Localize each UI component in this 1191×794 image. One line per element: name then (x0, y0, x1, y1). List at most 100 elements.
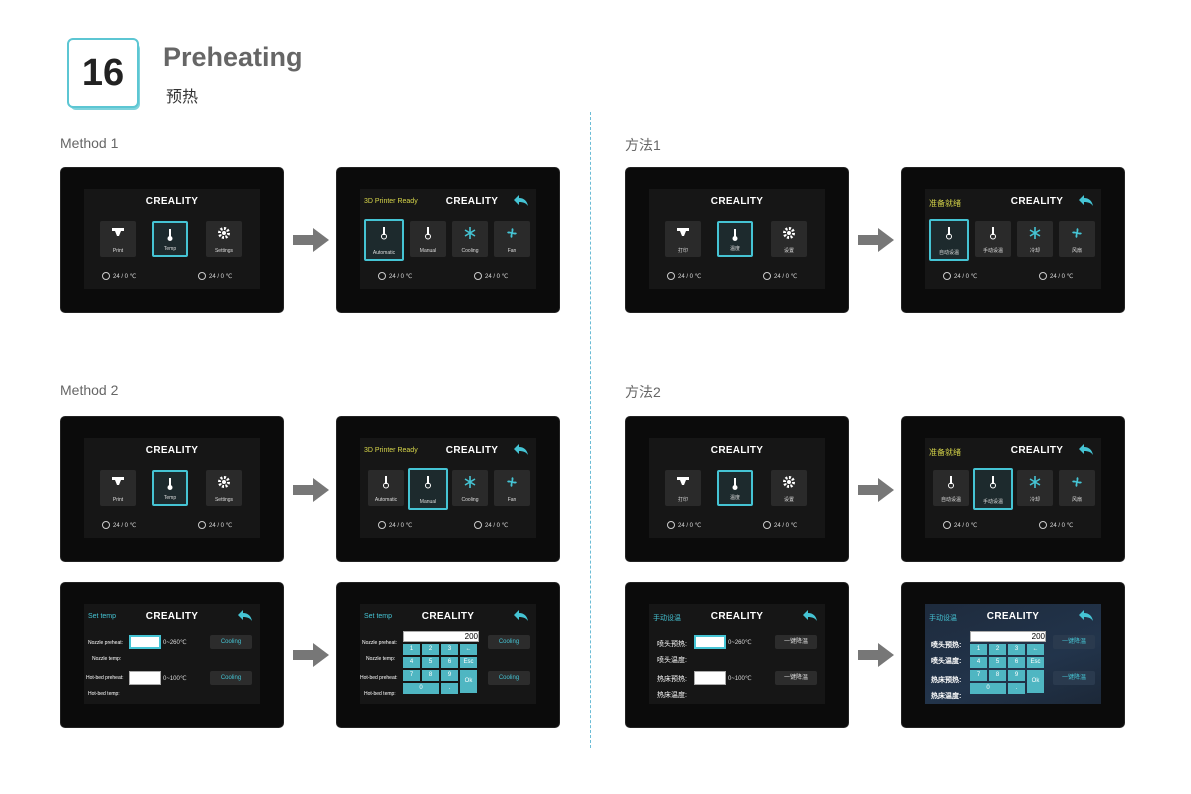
fan-tile[interactable]: Fan (494, 221, 530, 257)
temp-tile[interactable]: Temp (152, 470, 188, 506)
tile-label: Temp (163, 246, 177, 252)
key-ok[interactable]: Ok (1027, 670, 1044, 693)
temp-tile[interactable]: Temp (152, 221, 188, 257)
cooling-tile[interactable]: Cooling (452, 470, 488, 506)
back-arrow-icon[interactable] (1078, 443, 1094, 456)
manual-tile[interactable]: Manual (408, 468, 448, 510)
brand-logo: CREALITY (710, 196, 764, 207)
value-input[interactable]: 200 (970, 631, 1046, 642)
cooling-button[interactable]: Cooling (488, 635, 530, 649)
manual-tile[interactable]: 手动设温 (975, 221, 1011, 257)
tile-label: Settings (214, 248, 234, 254)
nozzle-range: 0~260℃ (163, 640, 187, 646)
automatic-tile[interactable]: Automatic (364, 219, 404, 261)
bed-icon (763, 272, 771, 280)
key-7[interactable]: 7 (403, 670, 420, 681)
cooling-button[interactable]: Cooling (210, 671, 252, 685)
cooling-button[interactable]: Cooling (488, 671, 530, 685)
settings-tile[interactable]: 设置 (771, 470, 807, 506)
settings-tile[interactable]: Settings (206, 470, 242, 506)
print-tile[interactable]: 打印 (665, 470, 701, 506)
nozzle-preheat-input[interactable] (129, 635, 161, 649)
key-8[interactable]: 8 (989, 670, 1006, 681)
key-8[interactable]: 8 (422, 670, 439, 681)
bed-preheat-input[interactable] (129, 671, 161, 685)
tile-label: 风扇 (1071, 497, 1082, 503)
cooling-button[interactable]: Cooling (210, 635, 252, 649)
key-5[interactable]: 5 (989, 657, 1006, 668)
temp-tile[interactable]: 温度 (717, 221, 753, 257)
key-dot[interactable]: . (441, 683, 458, 694)
back-arrow-icon[interactable] (513, 443, 529, 456)
key-esc[interactable]: Esc (1027, 657, 1044, 668)
key-9[interactable]: 9 (1008, 670, 1025, 681)
device-zh-home-2: CREALITY 打印 温度 设置 24 / 0 ℃ 24 / 0 ℃ (626, 417, 848, 561)
fan-tile[interactable]: 风扇 (1059, 221, 1095, 257)
print-tile[interactable]: Print (100, 221, 136, 257)
back-arrow-icon[interactable] (237, 609, 253, 622)
cooling-tile[interactable]: 冷却 (1017, 470, 1053, 506)
fan-tile[interactable]: 风扇 (1059, 470, 1095, 506)
status-text: 准备就绪 (929, 199, 961, 208)
settings-tile[interactable]: Settings (206, 221, 242, 257)
print-tile[interactable]: Print (100, 470, 136, 506)
key-0[interactable]: 0 (970, 683, 1006, 694)
key-1[interactable]: 1 (403, 644, 420, 655)
back-arrow-icon[interactable] (1078, 194, 1094, 207)
temp-value: 24 / 0 ℃ (389, 522, 413, 529)
cooling-button[interactable]: 一键降温 (775, 671, 817, 685)
key-backspace[interactable]: ← (1027, 644, 1044, 655)
nozzle-temp-readout: 24 / 0 ℃ (378, 272, 412, 280)
key-2[interactable]: 2 (989, 644, 1006, 655)
bed-preheat-input[interactable] (694, 671, 726, 685)
temp-value: 24 / 0 ℃ (485, 273, 509, 280)
automatic-tile[interactable]: 自动设温 (933, 470, 969, 506)
nozzle-icon (378, 272, 386, 280)
key-esc[interactable]: Esc (460, 657, 477, 668)
key-4[interactable]: 4 (970, 657, 987, 668)
key-5[interactable]: 5 (422, 657, 439, 668)
key-2[interactable]: 2 (422, 644, 439, 655)
back-arrow-icon[interactable] (513, 194, 529, 207)
tile-label: 打印 (677, 497, 688, 503)
bed-preheat-label: Hot-bed preheat: (360, 675, 398, 681)
key-0[interactable]: 0 (403, 683, 439, 694)
cooling-button[interactable]: 一键降温 (775, 635, 817, 649)
key-backspace[interactable]: ← (460, 644, 477, 655)
cooling-button[interactable]: 一键降温 (1053, 635, 1095, 649)
key-9[interactable]: 9 (441, 670, 458, 681)
automatic-tile[interactable]: Automatic (368, 470, 404, 506)
key-dot[interactable]: . (1008, 683, 1025, 694)
key-6[interactable]: 6 (441, 657, 458, 668)
brand-logo: CREALITY (1010, 196, 1064, 207)
page-title: Preheating (163, 42, 303, 72)
key-3[interactable]: 3 (441, 644, 458, 655)
value-input[interactable]: 200 (403, 631, 479, 642)
key-3[interactable]: 3 (1008, 644, 1025, 655)
automatic-tile[interactable]: 自动设温 (929, 219, 969, 261)
nozzle-preheat-input[interactable] (694, 635, 726, 649)
label-method2-zh: 方法2 (625, 384, 661, 400)
print-tile[interactable]: 打印 (665, 221, 701, 257)
settings-tile[interactable]: 设置 (771, 221, 807, 257)
snowflake-icon (1029, 227, 1041, 239)
key-6[interactable]: 6 (1008, 657, 1025, 668)
arrow-right-icon (293, 643, 329, 667)
fan-tile[interactable]: Fan (494, 470, 530, 506)
tile-label: 冷却 (1029, 248, 1040, 254)
back-arrow-icon[interactable] (1078, 609, 1094, 622)
tile-label: Print (112, 248, 124, 254)
key-7[interactable]: 7 (970, 670, 987, 681)
temp-tile[interactable]: 温度 (717, 470, 753, 506)
back-arrow-icon[interactable] (802, 609, 818, 622)
manual-tile[interactable]: 手动设温 (973, 468, 1013, 510)
cooling-tile[interactable]: Cooling (452, 221, 488, 257)
key-ok[interactable]: Ok (460, 670, 477, 693)
cooling-button[interactable]: 一键降温 (1053, 671, 1095, 685)
manual-tile[interactable]: Manual (410, 221, 446, 257)
cooling-tile[interactable]: 冷却 (1017, 221, 1053, 257)
key-1[interactable]: 1 (970, 644, 987, 655)
back-arrow-icon[interactable] (513, 609, 529, 622)
key-4[interactable]: 4 (403, 657, 420, 668)
page-subtitle: 预热 (166, 89, 199, 106)
